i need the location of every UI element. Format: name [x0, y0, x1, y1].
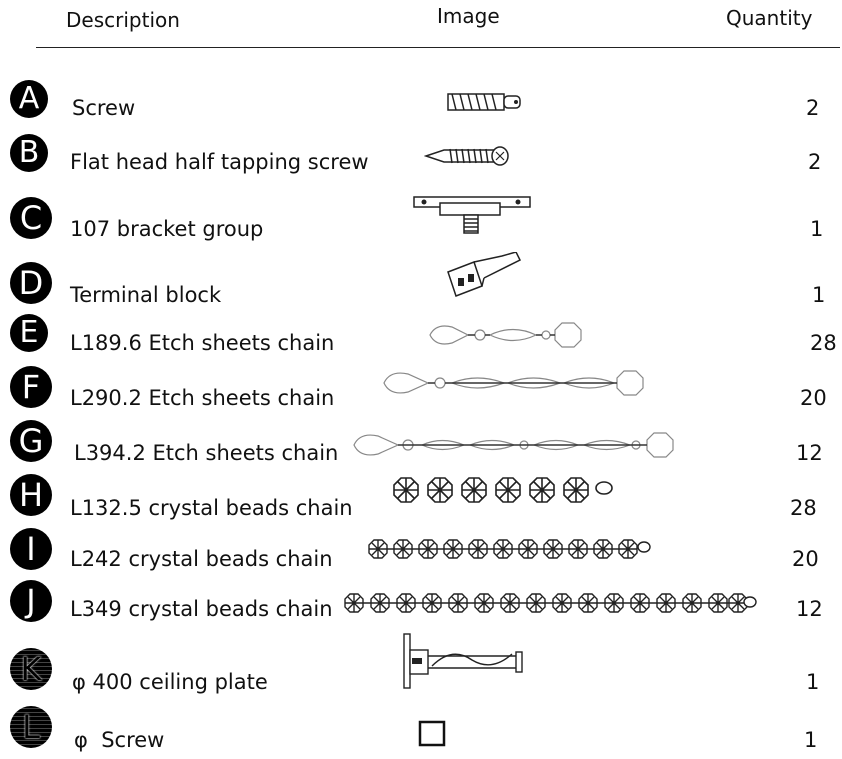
letter-badge: K	[10, 648, 52, 690]
header-quantity: Quantity	[726, 6, 813, 30]
letter-badge: A	[10, 80, 48, 118]
etch-chain-icon	[428, 320, 584, 350]
part-row-l: L φ Screw 1	[0, 706, 842, 756]
part-description: L242 crystal beads chain	[70, 547, 333, 571]
part-quantity: 28	[810, 331, 837, 355]
letter-badge: I	[10, 528, 52, 570]
part-quantity: 12	[796, 597, 823, 621]
bracket-icon	[410, 193, 536, 237]
tapping-screw-icon	[424, 144, 512, 168]
part-row-g: G L394.2 Etch sheets chain 12	[0, 420, 842, 470]
part-quantity: 1	[804, 728, 818, 752]
part-quantity: 1	[806, 670, 820, 694]
bead-chain-icon	[344, 592, 760, 614]
header-description: Description	[66, 8, 180, 32]
part-description: 107 bracket group	[70, 217, 264, 241]
part-quantity: 20	[792, 547, 819, 571]
part-description: Flat head half tapping screw	[70, 150, 369, 174]
part-quantity: 2	[806, 96, 820, 120]
part-row-j: J L349 crystal beads chain 12	[0, 580, 842, 630]
part-description: L394.2 Etch sheets chain	[74, 441, 339, 465]
letter-badge: L	[10, 706, 52, 748]
wall-anchor-icon	[446, 90, 522, 114]
part-row-c: C 107 bracket group 1	[0, 195, 842, 245]
etch-chain-icon	[352, 430, 678, 460]
part-description: L132.5 crystal beads chain	[70, 496, 353, 520]
part-description: L349 crystal beads chain	[70, 597, 333, 621]
part-row-e: E L189.6 Etch sheets chain 28	[0, 314, 842, 364]
part-row-f: F L290.2 Etch sheets chain 20	[0, 366, 842, 416]
bead-chain-icon	[368, 538, 654, 560]
part-description: Screw	[72, 96, 136, 120]
letter-badge: D	[10, 262, 52, 304]
part-quantity: 20	[800, 386, 827, 410]
part-quantity: 2	[808, 150, 822, 174]
letter-badge: J	[10, 580, 52, 622]
part-quantity: 1	[812, 283, 826, 307]
part-description: L290.2 Etch sheets chain	[70, 386, 335, 410]
etch-chain-icon	[382, 368, 646, 398]
header-rule	[36, 47, 840, 48]
header-image: Image	[437, 4, 500, 28]
letter-badge: B	[10, 134, 48, 172]
part-row-d: D Terminal block 1	[0, 252, 842, 312]
part-quantity: 12	[796, 441, 823, 465]
part-row-b: B Flat head half tapping screw 2	[0, 132, 842, 182]
letter-badge: F	[10, 366, 52, 408]
letter-badge: G	[10, 420, 52, 462]
letter-badge: H	[10, 474, 52, 516]
letter-badge: E	[10, 314, 48, 352]
part-row-i: I L242 crystal beads chain 20	[0, 528, 842, 578]
bead-chain-icon	[392, 476, 618, 504]
part-row-a: A Screw 2	[0, 78, 842, 128]
part-description: φ Screw	[74, 728, 165, 752]
terminal-block-icon	[444, 252, 524, 298]
part-quantity: 28	[790, 496, 817, 520]
ceiling-plate-icon	[398, 632, 526, 692]
part-description: Terminal block	[70, 283, 222, 307]
part-row-k: K φ 400 ceiling plate 1	[0, 633, 842, 698]
square-icon	[418, 720, 448, 748]
part-row-h: H L132.5 crystal beads chain 28	[0, 474, 842, 524]
part-quantity: 1	[810, 217, 824, 241]
part-description: L189.6 Etch sheets chain	[70, 331, 335, 355]
letter-badge: C	[10, 197, 52, 239]
part-description: φ 400 ceiling plate	[72, 670, 268, 694]
